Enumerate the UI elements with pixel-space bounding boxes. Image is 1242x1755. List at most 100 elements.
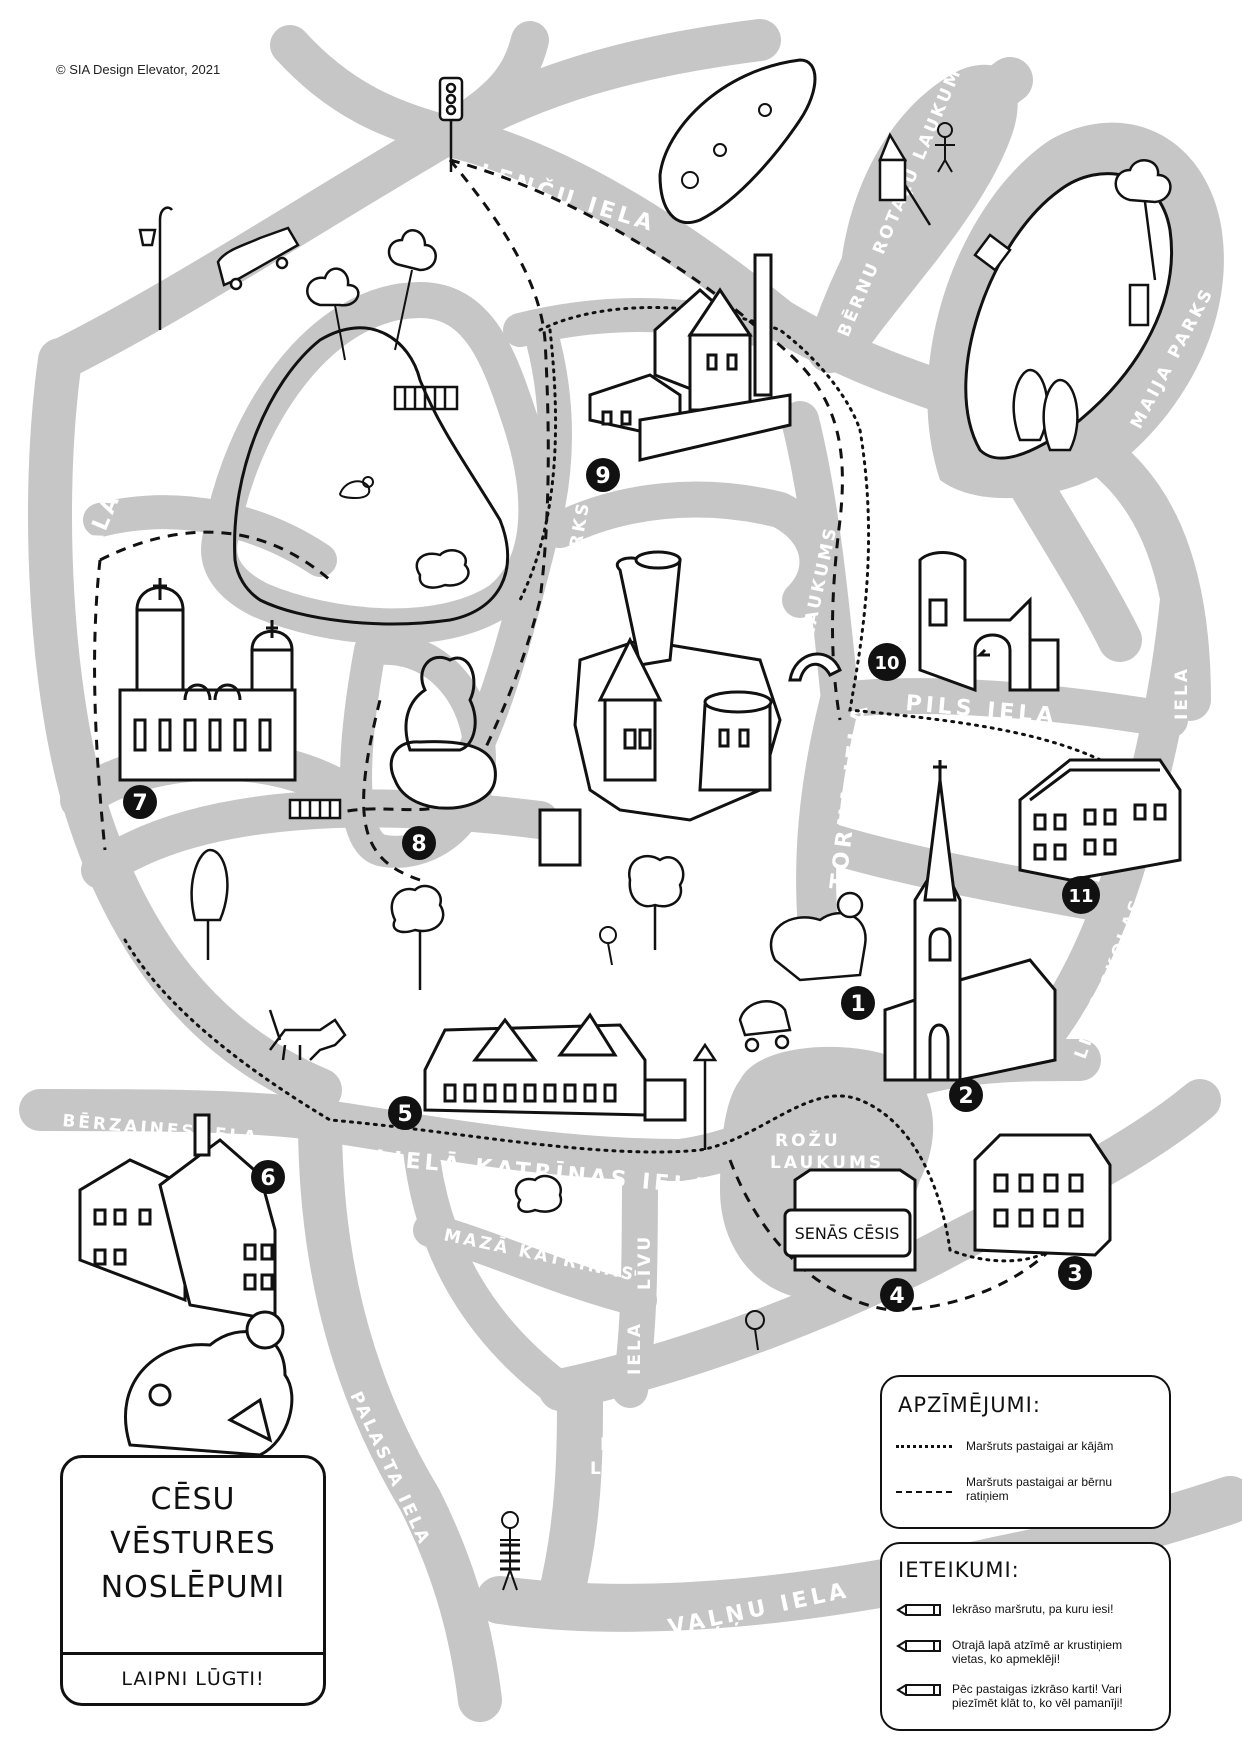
old-woman-figure (769, 891, 867, 982)
road-park-loop (201, 282, 555, 645)
lamp-post-icon (692, 1042, 718, 1150)
road-castle-ring (542, 481, 836, 618)
dashed-line-icon (896, 1491, 952, 1493)
marker-3[interactable]: 3 (1058, 1256, 1092, 1290)
traffic-light-icon (438, 76, 464, 172)
marker-1[interactable]: 1 (841, 986, 875, 1020)
park-outline (233, 326, 510, 626)
marker-3-label: 3 (1067, 1262, 1082, 1287)
marker-9-label: 9 (595, 464, 610, 489)
sign-text: SENĀS CĒSIS (795, 1224, 900, 1243)
road-lencu (424, 114, 1211, 721)
building-9-brewery (588, 253, 792, 462)
tips-heading: IETEIKUMI: (898, 1558, 1020, 1582)
maija-trees-icon (1012, 159, 1172, 452)
title-box: CĒSU VĒSTURES NOSLĒPUMI LAIPNI LŪGTI! (60, 1455, 326, 1706)
marker-7-label: 7 (132, 791, 147, 816)
crosswalk-icon (500, 1543, 520, 1571)
routes (93, 158, 1122, 1312)
road-rigas (539, 1079, 1221, 1411)
marker-10[interactable]: 10 (868, 643, 906, 681)
pencil-icon (896, 1684, 941, 1696)
street-label-roza-2: LAUKUMS (770, 1153, 884, 1173)
page-title: CĒSU VĒSTURES NOSLĒPUMI (63, 1478, 323, 1610)
building-5-manor (423, 1012, 687, 1122)
dotted-line-icon (896, 1445, 952, 1448)
rock-icon (658, 58, 817, 225)
legend-panel: APZĪMĒJUMI: Maršruts pastaigai ar kājām … (880, 1375, 1171, 1529)
sign-senas-cesis: SENĀS CĒSIS (783, 1168, 917, 1272)
tip-item-3-text: Pēc pastaigas izkrāso karti! Vari piezīm… (952, 1682, 1123, 1710)
street-label-palasta-top: PALASTA IELA (73, 360, 181, 571)
marker-5[interactable]: 5 (388, 1096, 422, 1130)
tree-icon (306, 229, 437, 361)
marker-4[interactable]: 4 (880, 1278, 914, 1312)
pencil-icon (896, 1640, 941, 1652)
marker-4-label: 4 (889, 1284, 904, 1309)
marker-6-label: 6 (260, 1166, 275, 1191)
building-2-church (883, 760, 1057, 1082)
castle-ruins (538, 550, 782, 867)
cat-icon (268, 1009, 347, 1061)
marker-8-label: 8 (411, 832, 426, 857)
street-label-ielu: IELA (625, 1321, 645, 1375)
building-8-grove (389, 655, 497, 810)
marker-8[interactable]: 8 (402, 826, 436, 860)
pram-icon (738, 1000, 792, 1053)
bridge-west (288, 798, 342, 820)
duck-icon (338, 476, 374, 500)
road-pils-parks (453, 313, 572, 777)
marker-1-label: 1 (850, 992, 865, 1017)
road-livu (612, 1142, 658, 1408)
building-11-school (1018, 758, 1182, 882)
road-palasta-west (28, 338, 342, 1112)
copyright: © SIA Design Elevator, 2021 (56, 62, 221, 77)
legend-item-walking-text: Maršruts pastaigai ar kājām (966, 1439, 1114, 1453)
child-figure-icon (935, 122, 955, 173)
building-3 (973, 1133, 1112, 1257)
playground-icon (878, 132, 1012, 272)
road-liela-kaleju (402, 1122, 578, 1408)
welcome-text: LAIPNI LŪGTI! (63, 1652, 323, 1703)
legend-item-stroller-text: Maršruts pastaigai ar bērnu ratiņiem (966, 1475, 1113, 1503)
street-label-livu: LĪVU (633, 1234, 655, 1290)
marker-11[interactable]: 11 (1062, 876, 1100, 914)
bush-icon (415, 549, 470, 589)
marker-11-label: 11 (1068, 886, 1093, 907)
road-palasta-south (298, 1098, 502, 1722)
title-line-2: VĒSTURES (110, 1526, 276, 1561)
marker-10-label: 10 (874, 653, 899, 674)
marker-7[interactable]: 7 (123, 785, 157, 819)
rose-icon (599, 926, 765, 1351)
bridge-north (393, 385, 459, 411)
road-livu-south (537, 1367, 603, 1623)
footbridges (288, 385, 459, 820)
tips-panel: IETEIKUMI: Iekrāso maršrutu, pa kuru ies… (880, 1542, 1171, 1731)
title-line-1: CĒSU (150, 1482, 236, 1517)
marker-6[interactable]: 6 (251, 1160, 285, 1194)
road-pils-iela (822, 678, 1188, 738)
north-park (233, 229, 510, 626)
road-west-link (83, 495, 337, 577)
building-6-house (78, 1113, 277, 1322)
marker-2-label: 2 (958, 1084, 973, 1109)
tip-item-1-text: Iekrāso maršrutu, pa kuru iesi! (952, 1602, 1114, 1616)
bernu-rotalu-area (838, 64, 1018, 361)
marker-9[interactable]: 9 (586, 458, 620, 492)
decorative-trees (190, 848, 685, 1213)
street-label-livu-laukums-1: LĪVU (600, 1433, 656, 1455)
route-stroller (93, 158, 1052, 1312)
car-icon (216, 226, 300, 291)
mascot-figure (124, 1310, 294, 1457)
street-label-livu-laukums-2: LAUKUMS (590, 1459, 704, 1479)
legend-heading: APZĪMĒJUMI: (898, 1393, 1041, 1417)
street-label-roza-1: ROŽU (775, 1129, 841, 1151)
marker-5-label: 5 (397, 1102, 412, 1127)
pencil-icon (896, 1604, 941, 1616)
building-10-gate (918, 551, 1060, 693)
tip-item-2-text: Otrajā lapā atzīmē ar krustiņiem vietas,… (952, 1638, 1123, 1666)
marker-2[interactable]: 2 (949, 1078, 983, 1112)
building-7-church (118, 578, 297, 782)
road-top-left (270, 25, 465, 155)
street-label-ieia-east: IELA (1172, 666, 1192, 720)
